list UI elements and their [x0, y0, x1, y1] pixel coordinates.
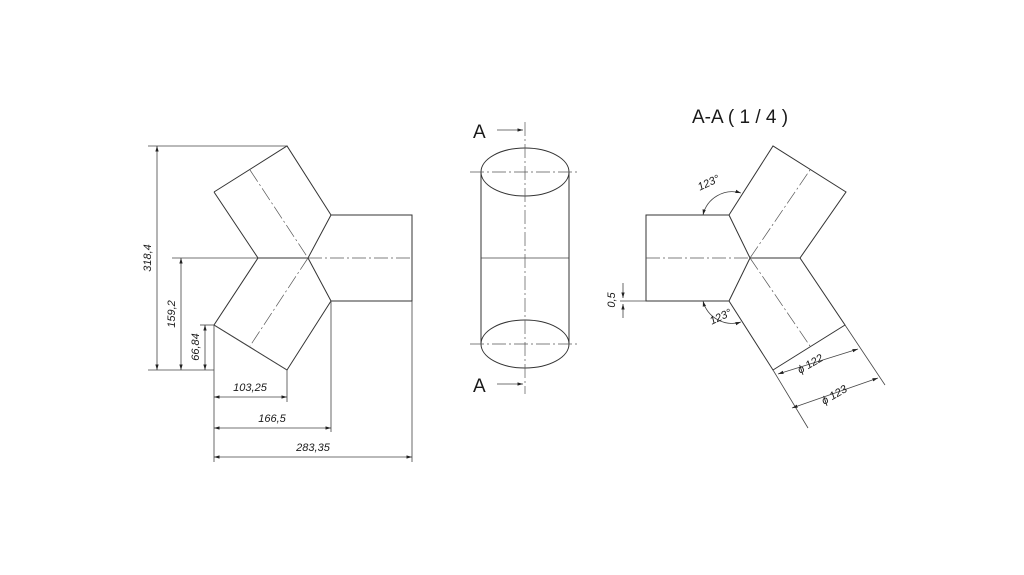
angle-lower-label: 123° — [708, 307, 734, 328]
section-mark-bottom: A — [473, 376, 486, 397]
upper-arm-centerline — [249, 169, 309, 259]
dim-318-label: 318,4 — [142, 244, 154, 272]
dim-line-d123 — [791, 377, 879, 409]
dim-283-label: 283,35 — [295, 442, 331, 454]
lower-arm-outline — [213, 257, 332, 371]
section-mark-top: A — [473, 122, 486, 143]
section-lower-arm — [728, 257, 846, 371]
dim-line-d122 — [777, 348, 859, 375]
angle-arc-lower — [702, 300, 742, 326]
right-view: A-A ( 1 / 4 ) 123° 123° 0,5 ϕ 122 ϕ 123 — [606, 107, 886, 429]
diameter-outer-label: ϕ 123 — [820, 383, 851, 408]
section-upper-arm — [728, 145, 847, 259]
left-view: 318,4 159,2 66,84 103,25 166,5 283,35 — [142, 145, 413, 462]
middle-view: A A — [470, 122, 580, 397]
section-title: A-A ( 1 / 4 ) — [692, 107, 788, 128]
diameter-inner-label: ϕ 122 — [796, 352, 826, 376]
angle-upper-label: 123° — [696, 173, 722, 194]
upper-arm-outline — [213, 145, 332, 259]
offset-label: 0,5 — [606, 291, 618, 307]
angle-arc-upper — [702, 189, 742, 216]
dim-66-label: 66,84 — [190, 333, 202, 361]
dim-159-label: 159,2 — [166, 300, 178, 328]
dim-166-label: 166,5 — [258, 413, 286, 425]
lower-arm-centerline — [249, 257, 309, 347]
dim-103-label: 103,25 — [233, 382, 268, 394]
right-arm-outline — [331, 214, 413, 302]
